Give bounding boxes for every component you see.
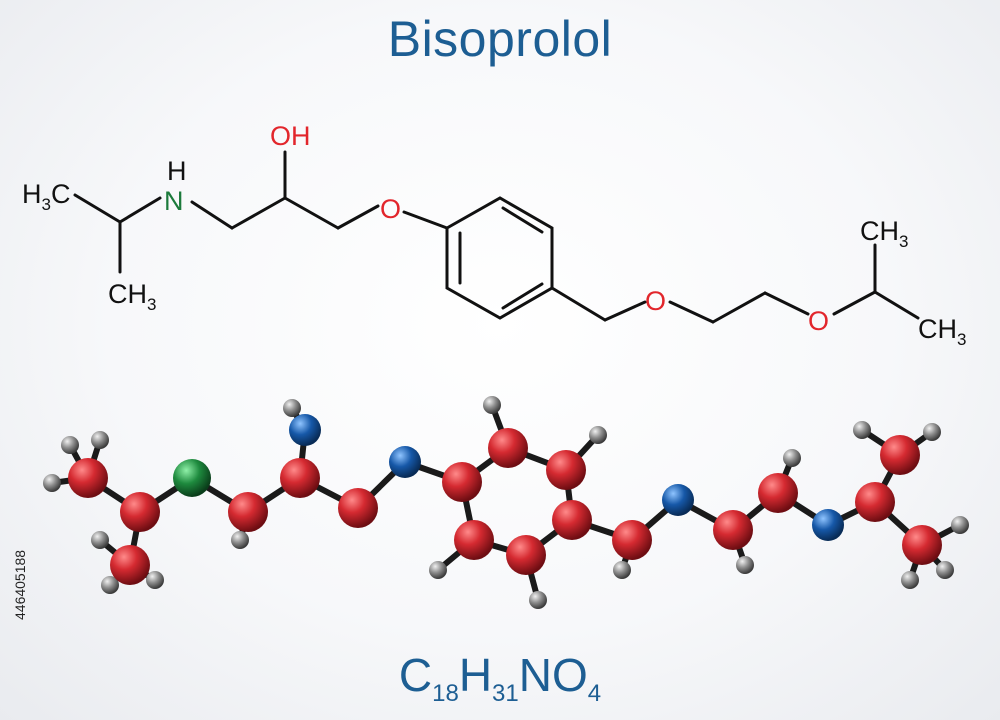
carbon-atom (442, 462, 482, 502)
hydrogen-atom (923, 423, 941, 441)
hydrogen-atom (146, 571, 164, 589)
hydrogen-atom (43, 474, 61, 492)
hydrogen-atom (429, 561, 447, 579)
ch3-label-upper-right: CH3 (860, 216, 908, 251)
bond (402, 210, 449, 230)
hydroxyl-label: OH (270, 121, 311, 151)
hydrogen-atom (901, 571, 919, 589)
bond (336, 204, 380, 230)
nh-h-label: H (167, 156, 187, 186)
bond (873, 290, 920, 320)
carbon-atom (713, 510, 753, 550)
hydrogen-atom (853, 421, 871, 439)
carbon-atom (280, 458, 320, 498)
bond (230, 196, 287, 230)
oxygen-atom (812, 509, 844, 541)
bond (501, 282, 544, 310)
hydrogen-atom (483, 396, 501, 414)
hydrogen-atom (613, 561, 631, 579)
hydrogen-atom (783, 449, 801, 467)
carbon-atom (68, 458, 108, 498)
heavy-atoms (68, 414, 942, 585)
bond (603, 300, 647, 322)
hydrogen-atom (101, 576, 119, 594)
hydrogen-atom (529, 591, 547, 609)
bond (668, 300, 715, 324)
oxygen-atom (389, 446, 421, 478)
ch3-label-lower-right: CH3 (918, 314, 966, 349)
ether-oxygen-label-2: O (645, 286, 666, 316)
bond (832, 290, 877, 316)
carbon-atom (880, 435, 920, 475)
stock-image-id: 446405188 (12, 549, 28, 620)
hydrogen-atom (61, 436, 79, 454)
carbon-atom (902, 525, 942, 565)
hydrogen-atoms (43, 396, 969, 609)
carbon-atom (546, 450, 586, 490)
bond (501, 206, 544, 234)
oxygen-atom (662, 484, 694, 516)
bond (550, 286, 607, 322)
bond (118, 196, 162, 224)
carbon-atom (758, 473, 798, 513)
molecular-formula: C18H31NO4 (398, 649, 602, 707)
hydrogen-atom (951, 516, 969, 534)
oxygen-atom (289, 414, 321, 446)
carbon-atom (110, 545, 150, 585)
carbon-atom (552, 500, 592, 540)
carbon-atom (855, 482, 895, 522)
carbon-atom (228, 492, 268, 532)
bond (283, 196, 340, 230)
hydrogen-atom (91, 431, 109, 449)
ether-oxygen-label-3: O (808, 306, 829, 336)
nitrogen-atom (173, 459, 211, 497)
carbon-atom (612, 520, 652, 560)
bond (763, 291, 810, 316)
carbon-atom (506, 535, 546, 575)
molecule-title: Bisoprolol (387, 11, 613, 67)
hydrogen-atom (589, 426, 607, 444)
carbon-atom (454, 520, 494, 560)
carbon-atom (488, 428, 528, 468)
bond (711, 291, 767, 324)
hydrogen-atom (91, 531, 109, 549)
bond (190, 200, 234, 230)
bond (73, 193, 122, 224)
hydrogen-atom (283, 399, 301, 417)
carbon-atom (120, 492, 160, 532)
ether-oxygen-label-1: O (380, 194, 401, 224)
hydrogen-atom (936, 561, 954, 579)
hydrogen-atom (231, 531, 249, 549)
nh-n-label: N (164, 186, 184, 216)
carbon-atom (338, 488, 378, 528)
ch3-label-lower-left: CH3 (108, 279, 156, 314)
hydrogen-atom (736, 556, 754, 574)
h3c-label: H3C (22, 179, 70, 214)
